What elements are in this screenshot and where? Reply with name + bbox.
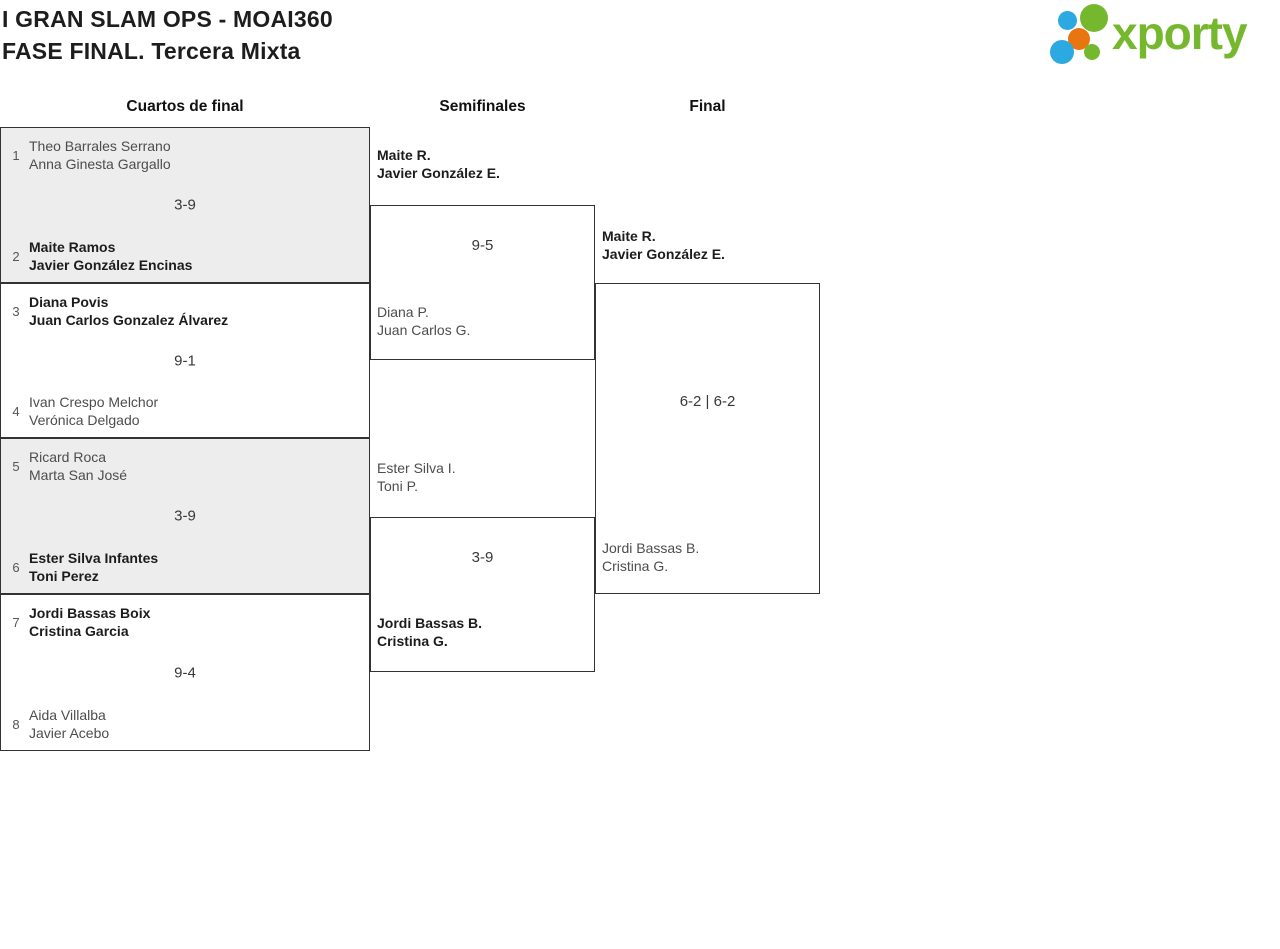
- player-name: Cristina G.: [602, 558, 669, 574]
- player-name: Jordi Bassas Boix: [29, 605, 151, 621]
- team-names: Ricard Roca Marta San José: [29, 448, 127, 484]
- player-name: Jordi Bassas B.: [377, 615, 483, 631]
- team-names: Maite R. Javier González E.: [602, 227, 817, 263]
- team-names: Maite Ramos Javier González Encinas: [29, 238, 192, 274]
- seed-number: 5: [12, 458, 20, 474]
- seed-number: 4: [12, 403, 20, 419]
- page-title: I GRAN SLAM OPS - MOAI360: [2, 6, 333, 32]
- match-score: 9-4: [174, 664, 196, 681]
- seed-number: 3: [12, 303, 20, 319]
- team-names: Jordi Bassas B. Cristina G.: [602, 539, 817, 575]
- player-name: Javier González E.: [377, 165, 500, 181]
- page-subtitle: FASE FINAL. Tercera Mixta: [2, 38, 301, 64]
- match-score: 9-5: [471, 237, 494, 254]
- player-name: Toni Perez: [29, 568, 99, 584]
- round-header-final: Final: [689, 98, 726, 115]
- player-name: Jordi Bassas B.: [602, 540, 700, 556]
- round-header-quarterfinals: Cuartos de final: [126, 98, 244, 115]
- team-names: Theo Barrales Serrano Anna Ginesta Garga…: [29, 137, 171, 173]
- seed-number: 8: [12, 716, 20, 732]
- player-name: Maite R.: [602, 228, 656, 244]
- match-score: 3-9: [471, 549, 494, 566]
- blue-dot-small-icon: [1058, 11, 1077, 30]
- player-name: Javier González Encinas: [29, 257, 193, 273]
- team-names: Diana Povis Juan Carlos Gonzalez Álvarez: [29, 293, 228, 329]
- player-name: Javier González E.: [602, 246, 725, 262]
- match-final[interactable]: [595, 283, 820, 594]
- team-row: 5 Ricard Roca Marta San José: [9, 448, 127, 484]
- player-name: Maite Ramos: [29, 239, 116, 255]
- match-quarterfinal-4[interactable]: 7 Jordi Bassas Boix Cristina Garcia 9-4 …: [0, 594, 370, 751]
- player-name: Maite R.: [377, 147, 431, 163]
- team-row: 4 Ivan Crespo Melchor Verónica Delgado: [9, 393, 158, 429]
- green-dot-small-icon: [1084, 44, 1100, 60]
- player-name: Juan Carlos Gonzalez Álvarez: [29, 312, 229, 328]
- player-name: Aida Villalba: [29, 707, 106, 723]
- team-names: Maite R. Javier González E.: [377, 146, 592, 182]
- player-name: Ester Silva I.: [377, 460, 456, 476]
- team-names: Ester Silva I. Toni P.: [377, 459, 592, 495]
- player-name: Ricard Roca: [29, 449, 107, 465]
- match-quarterfinal-2[interactable]: 3 Diana Povis Juan Carlos Gonzalez Álvar…: [0, 283, 370, 438]
- match-score: 6-2 | 6-2: [679, 393, 736, 410]
- team-names: Jordi Bassas Boix Cristina Garcia: [29, 604, 150, 640]
- green-dot-large-icon: [1080, 4, 1108, 32]
- team-names: Diana P. Juan Carlos G.: [377, 303, 592, 339]
- player-name: Toni P.: [377, 478, 418, 494]
- match-semifinal-1[interactable]: [370, 205, 595, 360]
- match-score: 3-9: [174, 507, 196, 525]
- player-name: Verónica Delgado: [29, 412, 140, 428]
- team-names: Aida Villalba Javier Acebo: [29, 706, 109, 742]
- player-name: Cristina G.: [377, 633, 448, 649]
- match-quarterfinal-1[interactable]: 1 Theo Barrales Serrano Anna Ginesta Gar…: [0, 127, 370, 283]
- player-name: Cristina Garcia: [29, 623, 129, 639]
- match-quarterfinal-3[interactable]: 5 Ricard Roca Marta San José 3-9 6 Ester…: [0, 438, 370, 594]
- logo-wordmark: xporty: [1112, 7, 1248, 59]
- player-name: Javier Acebo: [29, 725, 110, 741]
- seed-number: 1: [12, 147, 20, 163]
- player-name: Diana P.: [377, 304, 429, 320]
- player-name: Theo Barrales Serrano: [29, 138, 171, 154]
- team-names: Ester Silva Infantes Toni Perez: [29, 549, 158, 585]
- seed-number: 6: [12, 559, 20, 575]
- player-name: Ester Silva Infantes: [29, 550, 159, 566]
- player-name: Juan Carlos G.: [377, 322, 471, 338]
- team-row: 1 Theo Barrales Serrano Anna Ginesta Gar…: [9, 137, 171, 173]
- match-score: 3-9: [174, 196, 196, 214]
- match-score: 9-1: [174, 352, 196, 369]
- player-name: Diana Povis: [29, 294, 109, 310]
- orange-dot-icon: [1068, 28, 1090, 50]
- match-semifinal-2[interactable]: [370, 517, 595, 672]
- player-name: Marta San José: [29, 467, 128, 483]
- seed-number: 2: [12, 248, 20, 264]
- team-names: Jordi Bassas B. Cristina G.: [377, 614, 592, 650]
- team-names: Ivan Crespo Melchor Verónica Delgado: [29, 393, 158, 429]
- team-row: 6 Ester Silva Infantes Toni Perez: [9, 549, 158, 585]
- player-name: Anna Ginesta Gargallo: [29, 156, 171, 172]
- team-row: 2 Maite Ramos Javier González Encinas: [9, 238, 192, 274]
- player-name: Ivan Crespo Melchor: [29, 394, 159, 410]
- team-row: 7 Jordi Bassas Boix Cristina Garcia: [9, 604, 150, 640]
- blue-dot-large-icon: [1050, 40, 1074, 64]
- seed-number: 7: [12, 614, 20, 630]
- team-row: 3 Diana Povis Juan Carlos Gonzalez Álvar…: [9, 293, 228, 329]
- team-row: 8 Aida Villalba Javier Acebo: [9, 706, 109, 742]
- round-header-semifinals: Semifinales: [439, 98, 526, 115]
